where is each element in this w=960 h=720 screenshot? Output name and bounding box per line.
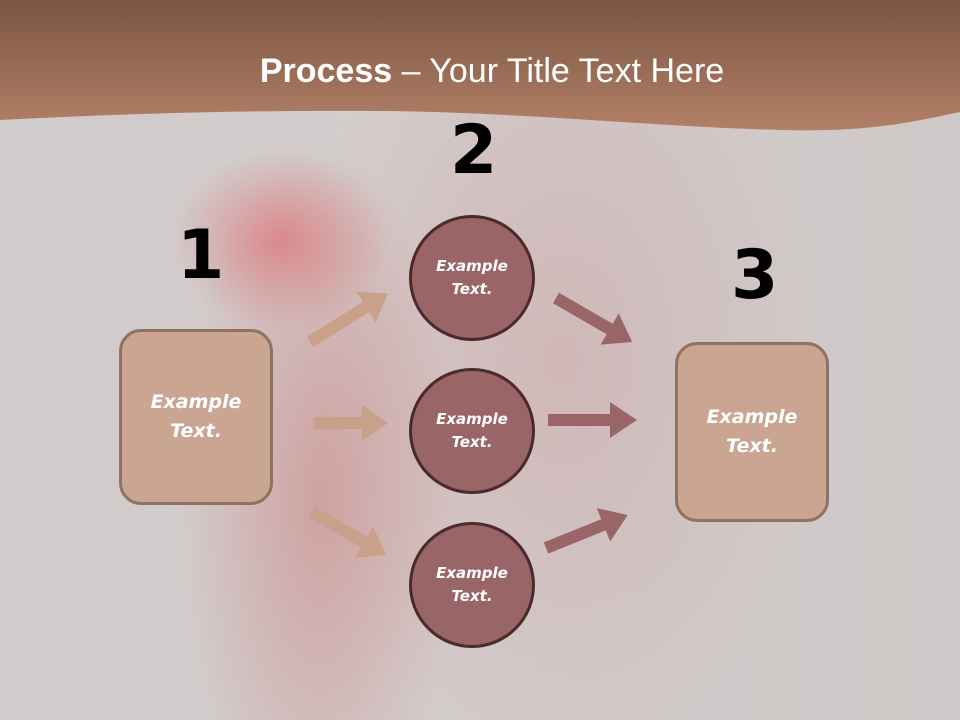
circle-text-line1: Example bbox=[436, 564, 508, 582]
arrow-icon-to-circle-3 bbox=[309, 506, 387, 558]
title-banner bbox=[0, 0, 960, 131]
circle-text-line1: Example bbox=[436, 257, 508, 275]
circle-text-line2: Text. bbox=[451, 587, 493, 605]
title-bold: Process bbox=[259, 52, 393, 90]
step-number-2: 2 bbox=[450, 111, 498, 190]
circle-text-line1: Example bbox=[436, 410, 508, 428]
box-text-line1: Example bbox=[706, 406, 798, 428]
arrow-icon-to-circle-1 bbox=[306, 291, 389, 348]
step-number-1: 1 bbox=[177, 216, 225, 295]
step-number-3: 3 bbox=[731, 236, 779, 315]
arrow-icon-to-circle-2 bbox=[314, 405, 388, 441]
title-rest: – Your Title Text Here bbox=[392, 52, 725, 90]
circle-text-line2: Text. bbox=[451, 433, 493, 451]
box-text-line2: Text. bbox=[170, 420, 222, 442]
box-text-line1: Example bbox=[150, 391, 242, 413]
slide-title: Process – Your Title Text Here bbox=[0, 52, 960, 91]
arrow-icon-from-circle-2 bbox=[548, 402, 637, 438]
circle-text-line2: Text. bbox=[451, 280, 493, 298]
arrow-icon-from-circle-3 bbox=[543, 508, 628, 554]
box-text-line2: Text. bbox=[726, 435, 778, 457]
arrow-icon-from-circle-1 bbox=[553, 292, 633, 345]
